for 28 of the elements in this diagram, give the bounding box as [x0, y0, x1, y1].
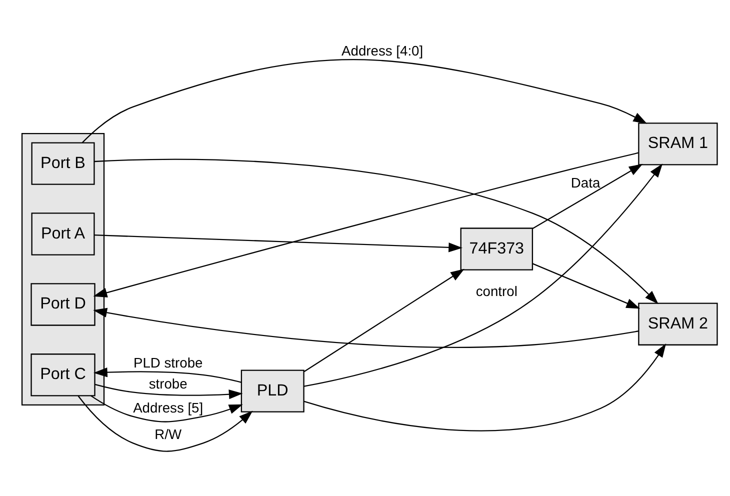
arrow	[304, 344, 666, 432]
edge-label: R/W	[154, 426, 182, 442]
arrow	[94, 384, 243, 400]
edge-label: Data	[570, 174, 600, 190]
node-box: 74F373	[460, 228, 534, 270]
node-box: Port C	[30, 354, 96, 396]
arrow	[94, 367, 242, 383]
cluster	[21, 132, 105, 406]
node-box: PLD	[240, 370, 304, 412]
arrow	[94, 234, 462, 252]
node-box: Port D	[30, 283, 96, 326]
arrow	[78, 396, 253, 452]
node-box: Port B	[31, 142, 95, 185]
arrow	[532, 263, 640, 309]
arrow	[90, 395, 243, 422]
edge-label: Address [5]	[133, 400, 204, 416]
edge-label: PLD strobe	[133, 354, 203, 371]
edge-label: Address [4:0]	[342, 42, 424, 59]
arrow	[93, 308, 639, 348]
arrow	[82, 59, 648, 144]
edge-label: control	[476, 282, 518, 299]
edge-label: strobe	[148, 375, 188, 392]
node-box: SRAM 2	[638, 302, 718, 346]
node-box: SRAM 1	[638, 122, 718, 166]
arrow	[304, 164, 663, 387]
node-box: Port A	[31, 212, 95, 256]
arrow	[304, 268, 464, 372]
arrow	[532, 164, 643, 229]
